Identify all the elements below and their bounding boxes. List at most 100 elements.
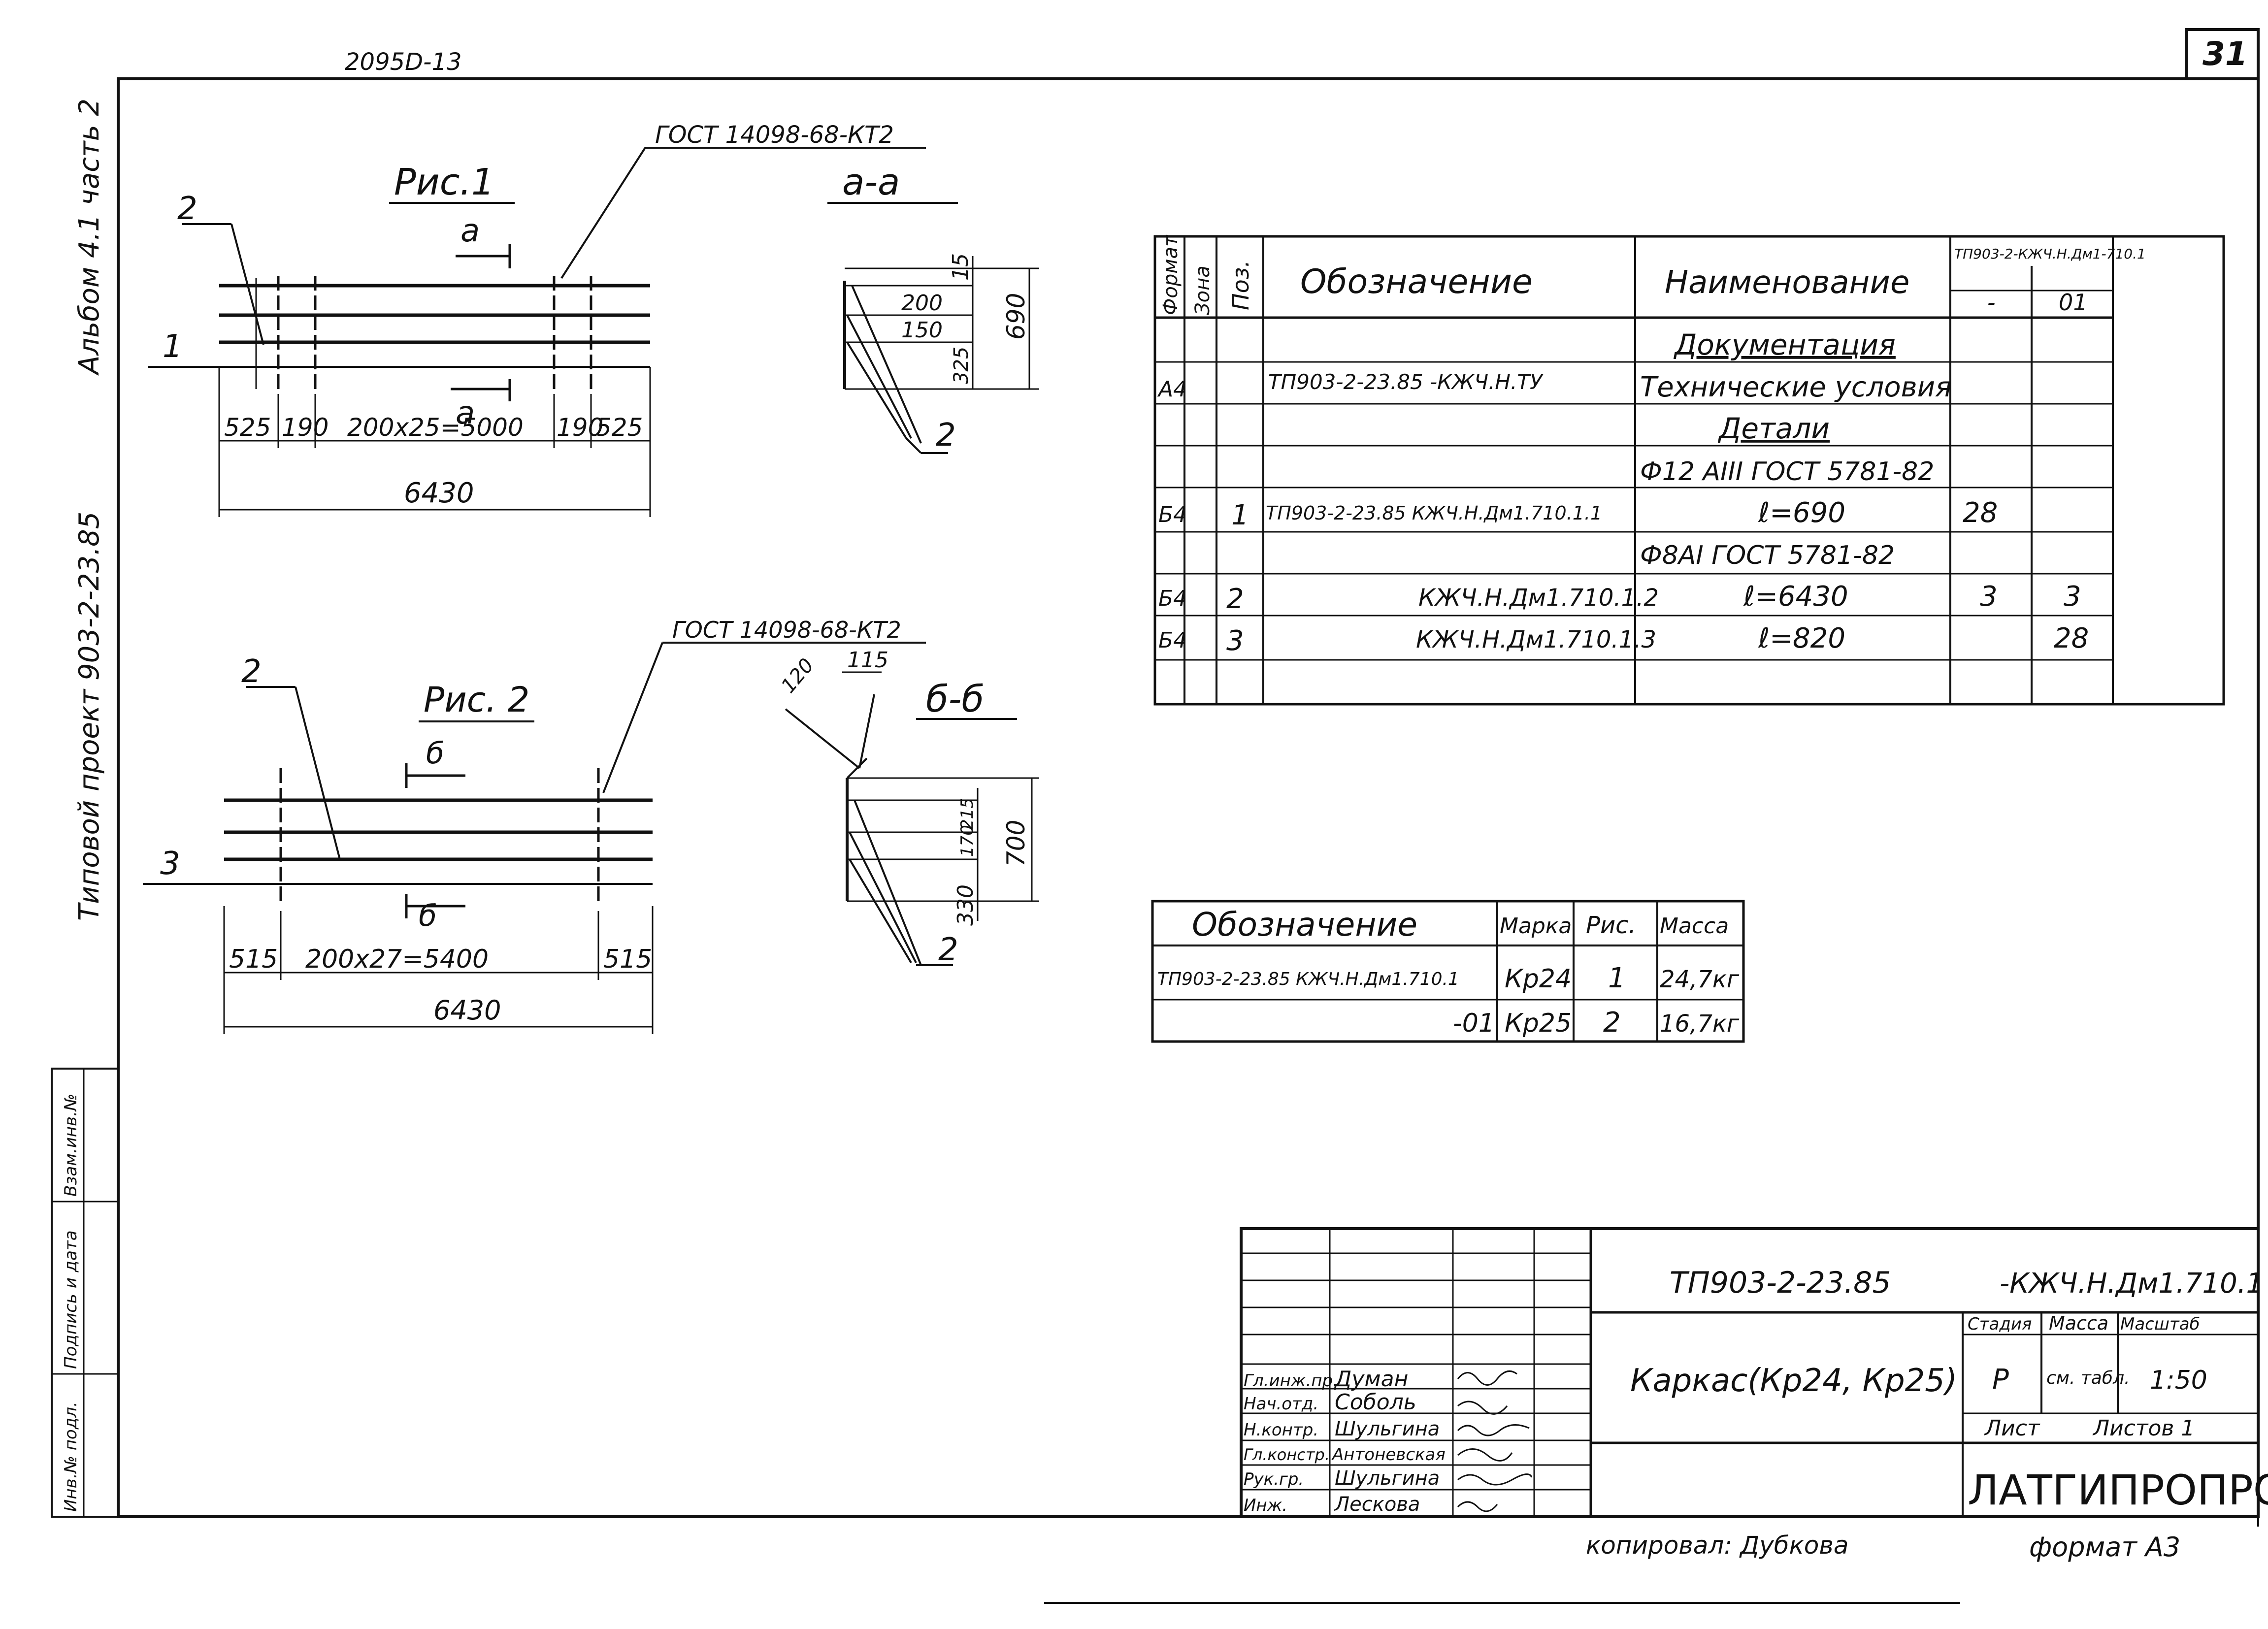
- spec-row-7-format: Б4: [1158, 586, 1187, 611]
- title-header-mass: Масса: [2049, 1312, 2108, 1334]
- fig1-dim-5: 525: [596, 413, 643, 442]
- title-mass-value: см. табл.: [2046, 1368, 2130, 1388]
- fig1-dim-2: 190: [282, 413, 329, 442]
- spec-row-5-designation: ТП903-2-23.85 КЖЧ.Н.Дм1.710.1.1: [1266, 502, 1602, 524]
- fig1-dim-1: 525: [224, 413, 271, 442]
- fig1-sec-dim-690: 690: [1002, 293, 1030, 340]
- spec-row-5-name: ℓ=690: [1758, 497, 1845, 529]
- spec-row-8-q1: 28: [2054, 622, 2089, 654]
- fig2-title: Рис. 2: [424, 680, 529, 720]
- title-stage-value: Р: [1992, 1364, 2009, 1396]
- spec-row-3-name: Детали: [1717, 412, 1830, 445]
- fig2-sec-dim-215: 215: [957, 798, 977, 830]
- fig2-dim-3: 515: [603, 945, 652, 974]
- spec-row-5-format: Б4: [1158, 502, 1187, 527]
- role-6: Инж.: [1244, 1496, 1287, 1515]
- mark-header-fig: Рис.: [1586, 912, 1636, 939]
- mark-row-1-fig: 1: [1608, 962, 1626, 994]
- fig1-title: Рис.1: [394, 161, 494, 203]
- spec-row-7-pos: 2: [1226, 583, 1244, 615]
- spec-header-name: Наименование: [1665, 264, 1909, 301]
- stamp-label-signature-date: Подпись и дата: [61, 1230, 81, 1369]
- spec-row-8-format: Б4: [1158, 628, 1187, 653]
- spec-row-2-name: Технические условия: [1640, 371, 1952, 403]
- role-4: Гл.констр.: [1244, 1445, 1330, 1464]
- fig2-section-mark-top: б: [426, 736, 444, 771]
- spec-header-doc-code: ТП903-2-КЖЧ.Н.Дм1-710.1: [1954, 246, 2146, 262]
- spec-row-2-designation: ТП903-2-23.85 -КЖЧ.Н.ТУ: [1268, 370, 1544, 394]
- fig2-dim-1: 515: [229, 945, 278, 974]
- fig1-dim-4: 190: [557, 413, 603, 442]
- mark-row-2-designation: -01: [1453, 1009, 1495, 1038]
- mark-row-2-mark: Кр25: [1505, 1009, 1572, 1038]
- spec-row-1-name: Документация: [1673, 328, 1896, 361]
- fig1-section-pos: 2: [936, 417, 956, 454]
- fig2-pos-3: 3: [160, 846, 180, 882]
- fig1-section-title: а-а: [842, 161, 900, 203]
- title-sheets-label: Листов 1: [2092, 1416, 2195, 1441]
- fig2-sec-dim-120: 120: [777, 654, 818, 697]
- spec-row-7-designation: КЖЧ.Н.Дм1.710.1.2: [1418, 584, 1659, 612]
- spec-row-8-name: ℓ=820: [1758, 622, 1845, 654]
- spec-row-6-name: Ф8АI ГОСТ 5781-82: [1640, 541, 1895, 570]
- role-5: Рук.гр.: [1244, 1469, 1304, 1489]
- fig1-sec-dim-15: 15: [948, 253, 973, 281]
- fig1-pos-2: 2: [177, 191, 197, 227]
- fig2-total-dim: 6430: [433, 995, 501, 1026]
- fig2-dim-2: 200x27=5400: [305, 945, 489, 974]
- fig2-section-pos: 2: [938, 932, 958, 968]
- fig2-sec-dim-700: 700: [1002, 820, 1030, 867]
- fig1-gost-label: ГОСТ 14098-68-КТ2: [655, 121, 894, 149]
- format-label: формат А3: [2029, 1531, 2180, 1563]
- page-number: 31: [2202, 35, 2248, 73]
- spec-header-pos: Поз.: [1227, 260, 1254, 310]
- mark-row-2-fig: 2: [1603, 1007, 1621, 1039]
- fig1-dim-3: 200x25=5000: [347, 413, 524, 442]
- spec-row-5-q0: 28: [1963, 497, 1998, 529]
- mark-header-mass: Масса: [1660, 913, 1729, 939]
- fig1-sec-dim-325: 325: [950, 347, 973, 384]
- title-object-name: Каркас(Кр24, Кр25): [1630, 1363, 1957, 1399]
- mark-row-2-mass: 16,7кг: [1660, 1010, 1740, 1038]
- fig2-sec-dim-170: 170: [957, 825, 977, 857]
- role-1-name: Думан: [1334, 1367, 1408, 1392]
- spec-header-designation: Обозначение: [1300, 262, 1533, 301]
- fig1-sec-dim-150: 150: [901, 318, 943, 343]
- mark-row-1-mass: 24,7кг: [1660, 966, 1740, 993]
- stamp-label-replacement: Взам.инв.№: [61, 1094, 81, 1197]
- fig2-section-title: б-б: [926, 678, 984, 720]
- title-sheet-label: Лист: [1984, 1416, 2040, 1441]
- title-header-scale: Масштаб: [2120, 1314, 2200, 1334]
- stamp-label-inventory: Инв.№ подл.: [61, 1401, 81, 1512]
- role-2: Нач.отд.: [1244, 1394, 1318, 1414]
- mark-header-designation: Обозначение: [1192, 906, 1417, 944]
- copied-by: копировал: Дубкова: [1586, 1531, 1849, 1560]
- fig2-section-mark-bottom: б: [419, 899, 437, 933]
- spec-header-var-01: 01: [2059, 289, 2088, 316]
- spec-row-8-pos: 3: [1226, 625, 1244, 657]
- fig1-pos-1: 1: [163, 328, 183, 365]
- role-6-name: Лескова: [1334, 1493, 1420, 1516]
- role-1: Гл.инж.пр.: [1244, 1371, 1338, 1391]
- title-code-left: ТП903-2-23.85: [1670, 1266, 1891, 1300]
- mark-row-1-mark: Кр24: [1505, 964, 1572, 994]
- spec-row-7-q0: 3: [1980, 581, 1998, 613]
- fig1-total-dim: 6430: [404, 477, 474, 509]
- title-block: ТП903-2-23.85 -КЖЧ.Н.Дм1.710.1 Каркас(Кр…: [1240, 1227, 2268, 1518]
- role-2-name: Соболь: [1335, 1390, 1416, 1415]
- left-stamp-strip: Взам.инв.№ Подпись и дата Инв.№ подл.: [51, 1068, 119, 1518]
- fig1-sec-dim-200: 200: [901, 291, 943, 316]
- title-scale-value: 1:50: [2150, 1366, 2207, 1395]
- title-header-stage: Стадия: [1968, 1314, 2032, 1334]
- fig2-gost-label: ГОСТ 14098-68-КТ2: [672, 617, 901, 643]
- spec-row-7-q1: 3: [2064, 581, 2081, 613]
- spec-row-8-designation: КЖЧ.Н.Дм1.710.1.3: [1416, 626, 1656, 653]
- figure-2: ГОСТ 14098-68-КТ2 Рис. 2 2 3 б б 515 200…: [143, 617, 1039, 1034]
- figure-1: Рис.1 ГОСТ 14098-68-КТ2 2 1 а а: [148, 121, 1039, 517]
- spec-header-format: Формат: [1159, 234, 1182, 315]
- side-album-label: Альбом 4.1 часть 2: [73, 98, 105, 376]
- title-code-right: -КЖЧ.Н.Дм1.710.1: [2000, 1268, 2264, 1300]
- spec-header-var-base: -: [1987, 289, 1996, 316]
- fig2-sec-dim-115: 115: [847, 648, 888, 673]
